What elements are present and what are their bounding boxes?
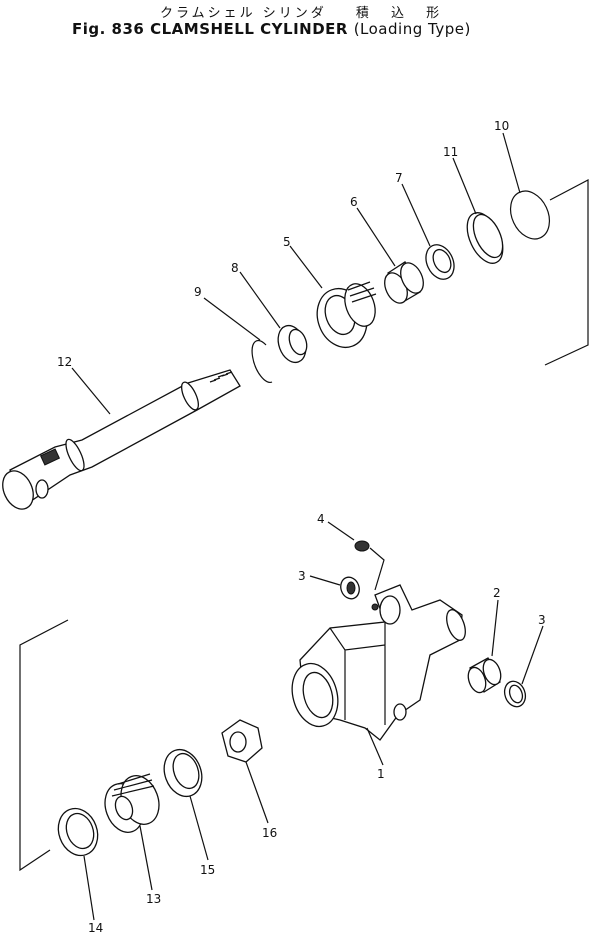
part-4-grease-fitting xyxy=(354,540,385,591)
callout-13: 13 xyxy=(146,892,161,906)
part-5-cylinder-head xyxy=(316,281,377,349)
part-13-piston xyxy=(104,773,160,833)
figure-title: Fig. 836 CLAMSHELL CYLINDER (Loading Typ… xyxy=(72,20,471,38)
leader-lines xyxy=(71,132,544,921)
part-14-seal xyxy=(57,807,99,857)
alignment-lines xyxy=(19,179,589,872)
part-3-right-bushing xyxy=(503,680,527,708)
part-7-seal xyxy=(425,244,455,280)
callout-4: 4 xyxy=(317,512,325,526)
callout-5: 5 xyxy=(283,235,291,249)
title-japanese: クラムシェル シリンダ 積 込 形 xyxy=(160,2,448,21)
part-2-bushing xyxy=(467,657,502,694)
callout-15: 15 xyxy=(200,863,215,877)
title-japanese-note: 積 込 形 xyxy=(355,6,449,21)
part-11-backup-ring xyxy=(466,212,504,264)
callout-3-upper: 3 xyxy=(298,569,306,583)
callout-6: 6 xyxy=(350,195,358,209)
callout-labels: 1 2 3 3 4 5 6 7 8 9 10 11 12 13 14 15 16 xyxy=(57,119,546,934)
figure-number: Fig. 836 xyxy=(72,20,145,38)
callout-1: 1 xyxy=(377,767,385,781)
part-6-bushing xyxy=(384,261,424,304)
part-8-bushing xyxy=(277,324,308,364)
callout-8: 8 xyxy=(231,261,239,275)
part-3-upper-bushing xyxy=(340,576,360,600)
callout-7: 7 xyxy=(395,171,403,185)
callout-11: 11 xyxy=(443,145,458,159)
callout-14: 14 xyxy=(88,921,103,934)
figure-subtitle: (Loading Type) xyxy=(353,20,471,38)
callout-9: 9 xyxy=(194,285,202,299)
callout-10: 10 xyxy=(494,119,509,133)
part-10-o-ring xyxy=(509,190,551,240)
part-1-cylinder-tube xyxy=(291,584,466,741)
part-16-piston-nut xyxy=(221,719,263,763)
callout-12: 12 xyxy=(57,355,72,369)
figure-name: CLAMSHELL CYLINDER xyxy=(150,20,348,38)
part-12-piston-rod xyxy=(2,369,241,510)
callout-2: 2 xyxy=(493,586,501,600)
callout-3-right: 3 xyxy=(538,613,546,627)
part-9-snap-ring xyxy=(251,339,273,384)
title-japanese-name: クラムシェル シリンダ xyxy=(160,6,327,21)
part-15-wear-ring xyxy=(163,748,203,798)
callout-16: 16 xyxy=(262,826,277,840)
